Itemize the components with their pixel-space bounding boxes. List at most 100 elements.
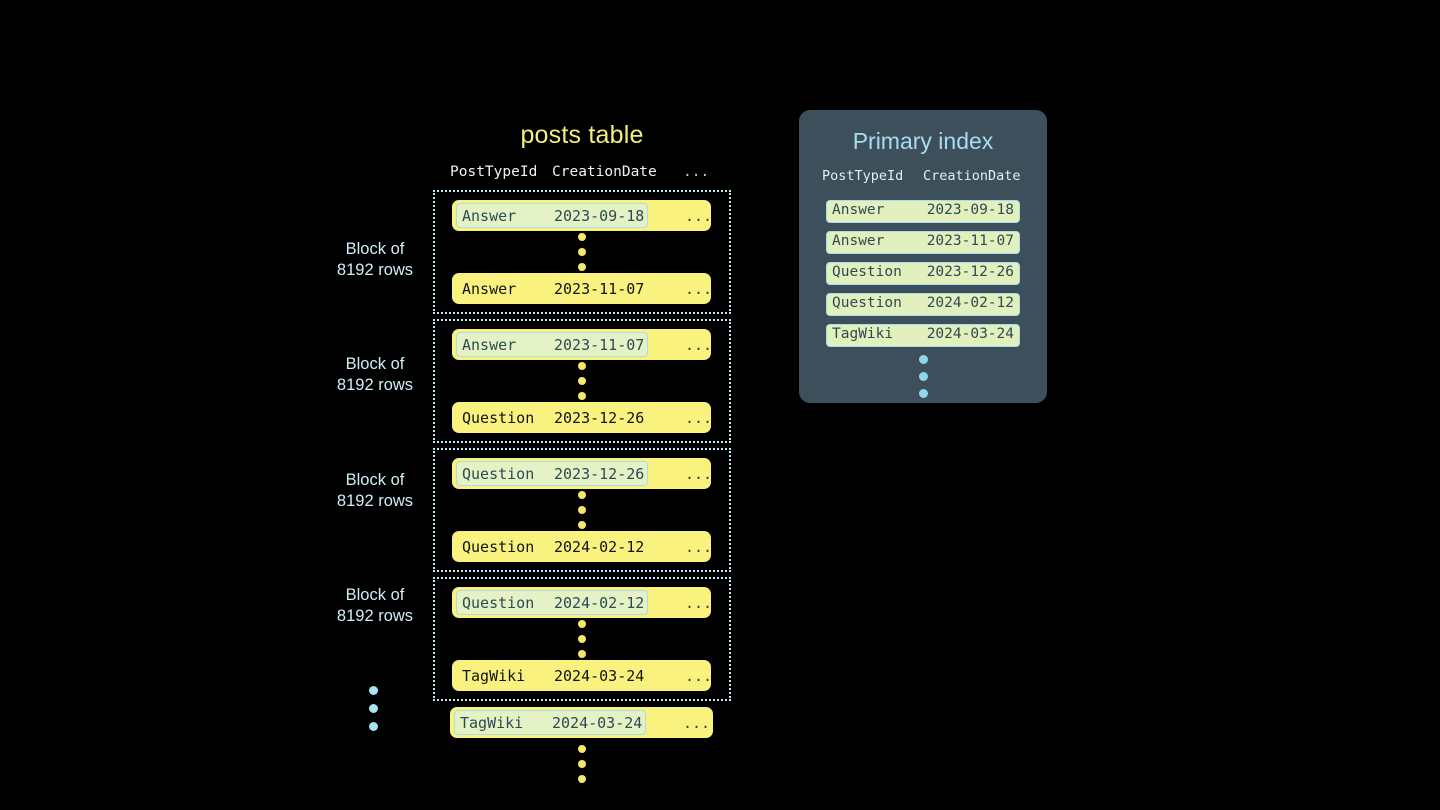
dot — [578, 263, 586, 271]
cell-creationdate: 2024-03-24 — [926, 326, 1014, 342]
column-header-posttypeid: PostTypeId — [822, 168, 904, 184]
dot — [918, 372, 928, 381]
table-tail-row-wrapper: TagWiki 2024-03-24 ... — [433, 707, 731, 790]
dot — [578, 650, 586, 658]
table-row[interactable]: Answer 2023-11-07 ... — [452, 273, 713, 304]
dot — [578, 233, 586, 241]
dot — [578, 377, 586, 385]
table-row[interactable]: Answer 2023-11-07 ... — [452, 329, 713, 360]
cell-posttypeid: Answer — [832, 233, 885, 249]
cell-posttypeid: Question — [462, 593, 535, 612]
cell-posttypeid: Question — [832, 264, 902, 280]
cell-creationdate: 2023-12-26 — [554, 464, 645, 483]
cell-ellipsis: ... — [685, 279, 713, 298]
index-row[interactable]: Question 2023-12-26 — [826, 262, 1020, 285]
row-ellipsis — [435, 360, 729, 402]
dot — [918, 355, 928, 364]
table-row[interactable]: Question 2023-12-26 ... — [452, 458, 713, 489]
dot — [578, 362, 586, 370]
dot — [578, 248, 586, 256]
index-row[interactable]: TagWiki 2024-03-24 — [826, 324, 1020, 347]
block-label-line1: Block of — [345, 471, 405, 489]
index-row[interactable]: Answer 2023-11-07 — [826, 231, 1020, 254]
block-label-line1: Block of — [345, 240, 405, 258]
index-highlight-box — [456, 590, 648, 615]
cell-posttypeid: Question — [462, 408, 535, 427]
primary-index-rows: Answer 2023-09-18 Answer 2023-11-07 Ques… — [799, 200, 1047, 347]
dot — [578, 760, 586, 768]
table-row[interactable]: Question 2024-02-12 ... — [452, 531, 713, 562]
block-label: Block of 8192 rows — [300, 585, 450, 627]
primary-index-column-headers: PostTypeId CreationDate — [799, 168, 1047, 192]
table-row[interactable]: TagWiki 2024-03-24 ... — [452, 660, 713, 691]
blocks-continuation-ellipsis — [369, 686, 378, 731]
table-block: Question 2024-02-12 ... TagWiki 2024-03-… — [433, 577, 731, 701]
index-row[interactable]: Answer 2023-09-18 — [826, 200, 1020, 223]
cell-ellipsis: ... — [683, 713, 711, 732]
cell-creationdate: 2023-12-26 — [554, 408, 645, 427]
cell-ellipsis: ... — [685, 206, 713, 225]
cell-ellipsis: ... — [685, 335, 713, 354]
table-block: Answer 2023-09-18 ... Answer 2023-11-07 … — [433, 190, 731, 314]
dot — [369, 722, 378, 731]
row-ellipsis — [435, 618, 729, 660]
dot — [369, 704, 378, 713]
index-highlight-box — [454, 710, 646, 735]
dot — [918, 389, 928, 398]
table-block: Question 2023-12-26 ... Question 2024-02… — [433, 448, 731, 572]
primary-index-title: Primary index — [852, 128, 994, 154]
dot — [578, 491, 586, 499]
index-highlight-box — [456, 332, 648, 357]
primary-index-ellipsis — [799, 355, 1047, 398]
cell-creationdate: 2023-11-07 — [554, 279, 645, 298]
block-label-line2: 8192 rows — [336, 492, 414, 510]
dot — [578, 775, 586, 783]
cell-creationdate: 2023-09-18 — [926, 202, 1014, 218]
table-row[interactable]: Answer 2023-09-18 ... — [452, 200, 713, 231]
posts-table-column-headers: PostTypeId CreationDate ... — [433, 164, 731, 190]
block-label-line2: 8192 rows — [336, 607, 414, 625]
cell-posttypeid: TagWiki — [462, 666, 526, 685]
cell-ellipsis: ... — [685, 464, 713, 483]
table-end-ellipsis — [433, 738, 731, 790]
cell-creationdate: 2024-02-12 — [926, 295, 1014, 311]
cell-ellipsis: ... — [685, 666, 713, 685]
cell-ellipsis: ... — [685, 537, 713, 556]
index-highlight-box — [456, 461, 648, 486]
dot — [578, 521, 586, 529]
cell-creationdate: 2024-03-24 — [552, 713, 643, 732]
cell-ellipsis: ... — [685, 593, 713, 612]
posts-table-title: posts table — [520, 121, 644, 149]
table-row[interactable]: TagWiki 2024-03-24 ... — [450, 707, 713, 738]
cell-posttypeid: TagWiki — [460, 713, 524, 732]
cell-posttypeid: Question — [832, 295, 902, 311]
block-label-line2: 8192 rows — [336, 376, 414, 394]
block-label-line2: 8192 rows — [336, 261, 414, 279]
cell-creationdate: 2024-03-24 — [554, 666, 645, 685]
table-block: Answer 2023-11-07 ... Question 2023-12-2… — [433, 319, 731, 443]
posts-table: posts table PostTypeId CreationDate ... … — [433, 118, 731, 790]
cell-creationdate: 2024-02-12 — [554, 537, 645, 556]
column-header-ellipsis: ... — [683, 164, 710, 180]
cell-creationdate: 2023-12-26 — [926, 264, 1014, 280]
dot — [578, 392, 586, 400]
cell-posttypeid: TagWiki — [832, 326, 894, 342]
cell-creationdate: 2023-11-07 — [926, 233, 1014, 249]
dot — [578, 506, 586, 514]
row-ellipsis — [435, 231, 729, 273]
column-header-creationdate: CreationDate — [923, 168, 1021, 184]
dot — [369, 686, 378, 695]
cell-posttypeid: Question — [462, 464, 535, 483]
cell-creationdate: 2023-09-18 — [554, 206, 645, 225]
cell-ellipsis: ... — [685, 408, 713, 427]
table-row[interactable]: Question 2023-12-26 ... — [452, 402, 713, 433]
dot — [578, 635, 586, 643]
block-label: Block of 8192 rows — [300, 239, 450, 281]
index-row[interactable]: Question 2024-02-12 — [826, 293, 1020, 316]
table-row[interactable]: Question 2024-02-12 ... — [452, 587, 713, 618]
cell-creationdate: 2023-11-07 — [554, 335, 645, 354]
index-highlight-box — [456, 203, 648, 228]
cell-posttypeid: Answer — [462, 335, 517, 354]
cell-posttypeid: Question — [462, 537, 535, 556]
block-label-line1: Block of — [345, 586, 405, 604]
